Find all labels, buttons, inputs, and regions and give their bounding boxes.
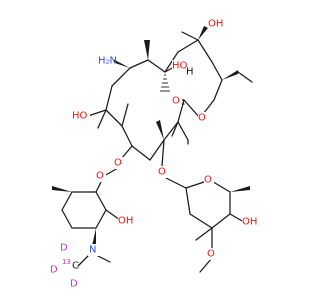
left-sugar-ring xyxy=(52,145,133,267)
ring-bond xyxy=(105,85,113,111)
glycosidic-oxygen-label: O xyxy=(158,167,166,178)
isotope-mass-label: 13 xyxy=(62,258,71,266)
macrolide-ring xyxy=(105,39,223,161)
hydroxyl-label: OH xyxy=(242,217,257,228)
bond xyxy=(211,213,231,229)
amine-label: H₂N xyxy=(98,56,117,67)
bond xyxy=(189,213,213,229)
bond xyxy=(171,121,179,137)
ring-bond xyxy=(105,109,123,127)
ring-oxygen-label: O xyxy=(198,113,206,124)
bond xyxy=(199,257,213,273)
bond xyxy=(87,109,107,117)
glycosidic-oxygen-label: O xyxy=(114,158,122,169)
bond xyxy=(95,209,107,229)
bond xyxy=(177,121,189,141)
molecule-drawing: H₂N OH HO H O O HO O O O O OH OH O N D D… xyxy=(50,18,258,290)
wedge-bond xyxy=(230,186,250,192)
ring-bond xyxy=(197,39,213,63)
ring-substituents xyxy=(87,26,253,145)
structure-svg: H₂N OH HO H O O HO O O O O OH OH O N D D… xyxy=(50,18,258,290)
bond xyxy=(165,177,187,189)
bond xyxy=(61,191,73,211)
wedge-bond xyxy=(52,186,72,192)
ring-bond xyxy=(211,61,223,81)
bond xyxy=(185,187,191,215)
hydrogen-label: H xyxy=(186,67,194,78)
bond xyxy=(121,145,133,159)
ring-bond xyxy=(213,79,223,101)
ring-bond xyxy=(147,59,166,73)
methoxy-oxygen-label: O xyxy=(207,249,215,260)
ring-bond xyxy=(149,139,165,161)
deuterium-label: D xyxy=(60,243,68,254)
atom-labels: H₂N OH HO H O O HO O O O O OH OH O N D D… xyxy=(50,18,258,290)
ring-bond xyxy=(131,145,151,161)
wedge-bond xyxy=(112,59,130,68)
bond xyxy=(237,71,253,83)
bond xyxy=(103,167,119,177)
bond xyxy=(161,139,165,167)
bond xyxy=(195,227,213,241)
deuterium-label: D xyxy=(50,265,58,276)
bond xyxy=(181,31,199,41)
carbon-label: C xyxy=(72,261,79,272)
ring-bond xyxy=(129,59,149,69)
hydroxyl-label: HO xyxy=(172,61,188,72)
ring-bond xyxy=(163,121,179,141)
bond xyxy=(121,103,129,127)
ring-bond xyxy=(164,51,179,73)
ring-bond xyxy=(183,99,201,119)
right-sugar-ring xyxy=(161,121,250,273)
hydroxyl-label: OH xyxy=(208,19,223,30)
bond xyxy=(61,209,73,229)
bond xyxy=(105,209,121,221)
bond xyxy=(229,213,245,223)
bond xyxy=(97,109,107,129)
bond xyxy=(77,255,89,267)
ring-bond xyxy=(177,39,199,53)
wedge-bond xyxy=(92,228,96,246)
wedge-bond xyxy=(156,120,164,140)
ring-bond xyxy=(111,67,131,87)
hydroxyl-label: HO xyxy=(72,111,88,122)
amine-nitrogen-label: N xyxy=(89,245,96,256)
wedge-bond xyxy=(144,40,150,60)
carbonyl-oxygen-label: O xyxy=(172,96,180,107)
ring-bond xyxy=(121,125,133,147)
sugar-ring-oxygen-label: O xyxy=(96,171,104,182)
wedge-bond xyxy=(222,70,238,80)
wedge-bond xyxy=(198,26,208,40)
bond xyxy=(95,191,107,211)
sugar-ring-oxygen-label: O xyxy=(204,175,212,186)
hydroxyl-label: OH xyxy=(118,216,133,227)
hash-bond xyxy=(160,74,170,92)
deuterium-label: D xyxy=(70,279,78,290)
